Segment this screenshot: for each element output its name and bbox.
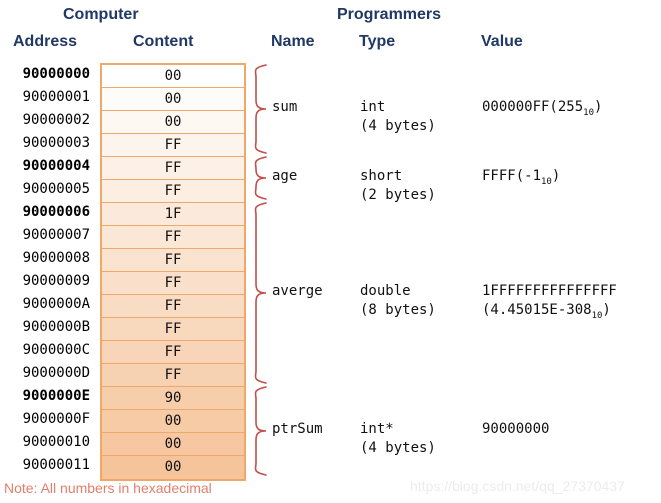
address-label: 9000000A: [22, 296, 90, 312]
memory-cell: 00: [102, 456, 244, 479]
memory-cell: FF: [102, 295, 244, 318]
address-label: 90000001: [22, 89, 90, 105]
memory-cell: FF: [102, 249, 244, 272]
header-address: Address: [13, 33, 78, 50]
watermark-text: https://blog.csdn.net/qq_27370437: [410, 478, 625, 494]
address-label: 90000005: [22, 181, 90, 197]
variable-size: (8 bytes): [360, 302, 436, 318]
address-column: 90000000 90000001 90000002 90000003 90000004…: [0, 63, 96, 477]
variable-type: double: [360, 283, 411, 299]
address-label: 90000004: [22, 158, 90, 174]
address-label: 9000000C: [22, 342, 90, 358]
address-label: 9000000D: [22, 365, 90, 381]
note-text: Note: All numbers in hexadecimal: [4, 480, 212, 496]
address-label: 9000000F: [22, 411, 90, 427]
variable-name: averge: [272, 283, 323, 299]
address-label: 90000010: [22, 434, 90, 450]
value-subscript: 10: [541, 176, 552, 187]
variable-type: short: [360, 168, 403, 184]
address-label: 90000008: [22, 250, 90, 266]
header-programmers: Programmers: [337, 6, 442, 23]
memory-cell: FF: [102, 272, 244, 295]
header-value: Value: [481, 33, 523, 50]
memory-cell: 90: [102, 387, 244, 410]
variable-name: sum: [272, 99, 298, 115]
variable-value: 90000000: [482, 421, 550, 437]
variable-brace: [254, 64, 267, 154]
variable-size: (2 bytes): [360, 187, 436, 203]
address-label: 9000000B: [22, 319, 90, 335]
variable-value-second-line: (4.45015E-30810): [482, 302, 611, 321]
memory-cell: FF: [102, 341, 244, 364]
memory-cell: FF: [102, 180, 244, 203]
address-label: 90000003: [22, 135, 90, 151]
variable-value: 1FFFFFFFFFFFFFFF: [482, 283, 617, 299]
memory-cell: 00: [102, 65, 244, 88]
memory-cell: FF: [102, 226, 244, 249]
variable-brace: [254, 386, 267, 476]
memory-cell: FF: [102, 364, 244, 387]
value-subscript: 10: [591, 310, 603, 321]
memory-cell: 00: [102, 111, 244, 134]
header-content: Content: [133, 33, 194, 50]
header-name: Name: [271, 33, 315, 50]
memory-cell: FF: [102, 157, 244, 180]
variable-type: int: [360, 99, 386, 115]
variable-type: int*: [360, 421, 394, 437]
address-label: 90000002: [22, 112, 90, 128]
memory-cell: FF: [102, 134, 244, 157]
variable-size: (4 bytes): [360, 118, 436, 134]
variable-name: ptrSum: [272, 421, 323, 437]
address-label: 9000000E: [22, 388, 90, 404]
memory-cell: 00: [102, 88, 244, 111]
memory-cell: 1F: [102, 203, 244, 226]
value-subscript: 10: [583, 107, 594, 118]
address-label: 90000009: [22, 273, 90, 289]
header-type: Type: [359, 33, 396, 50]
variable-brace: [254, 202, 267, 384]
address-label: 90000007: [22, 227, 90, 243]
header-computer: Computer: [63, 6, 139, 23]
variable-value: 000000FF(25510): [482, 99, 603, 118]
address-label: 90000006: [22, 204, 90, 220]
variable-value: FFFF(-110): [482, 168, 561, 187]
memory-cell: 00: [102, 410, 244, 433]
address-label: 90000000: [22, 66, 90, 82]
memory-cell: 00: [102, 433, 244, 456]
variable-name: age: [272, 168, 298, 184]
variable-size: (4 bytes): [360, 440, 436, 456]
address-label: 90000011: [22, 457, 90, 473]
memory-cell: FF: [102, 318, 244, 341]
variable-brace: [254, 156, 267, 200]
